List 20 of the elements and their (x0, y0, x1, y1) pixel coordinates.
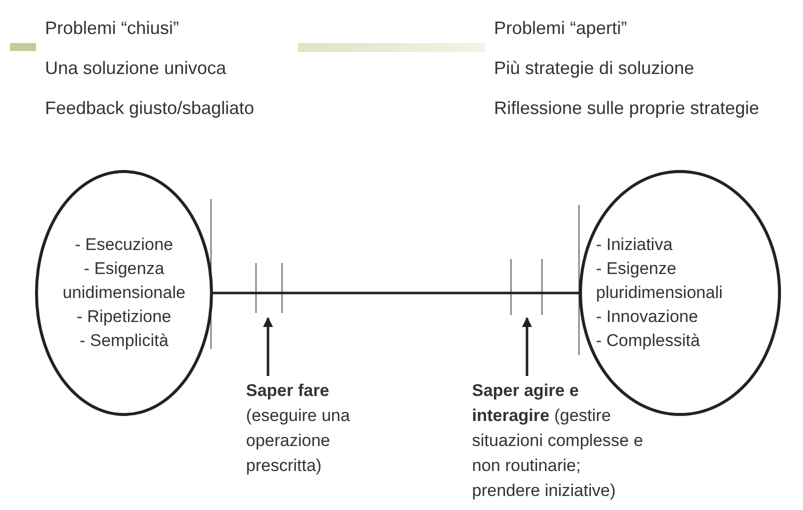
node-text: - Esigenze pluridimensionali (596, 258, 724, 304)
heading-text: Una soluzione univoca (45, 58, 226, 79)
node-text: Saper agire e interagire (gestire situazioni complesse e non routinarie; prendere iniziative) (472, 380, 644, 502)
heading-text: Feedback giusto/sbagliato (45, 98, 254, 119)
node-text: - Innovazione (596, 306, 700, 328)
node-text: - Semplicità (78, 330, 170, 352)
connector-line (213, 292, 579, 294)
node-text: - Esigenza unidimensionale (62, 258, 186, 304)
node-text: Saper fare (eseguire una operazione prescritta) (246, 380, 351, 477)
heading-text: Problemi “aperti” (494, 18, 628, 39)
node-text: - Esecuzione (74, 234, 174, 256)
node-text: - Complessità (596, 330, 701, 352)
ellipse (35, 170, 213, 416)
arrow (263, 317, 273, 376)
node-text: - Iniziativa (596, 234, 674, 256)
heading-text: Riflessione sulle proprie strategie (494, 98, 760, 119)
node-text: - Ripetizione (76, 306, 172, 328)
arrow (522, 317, 532, 376)
heading-text: Più strategie di soluzione (494, 58, 694, 79)
heading-text: Problemi “chiusi” (45, 18, 180, 39)
